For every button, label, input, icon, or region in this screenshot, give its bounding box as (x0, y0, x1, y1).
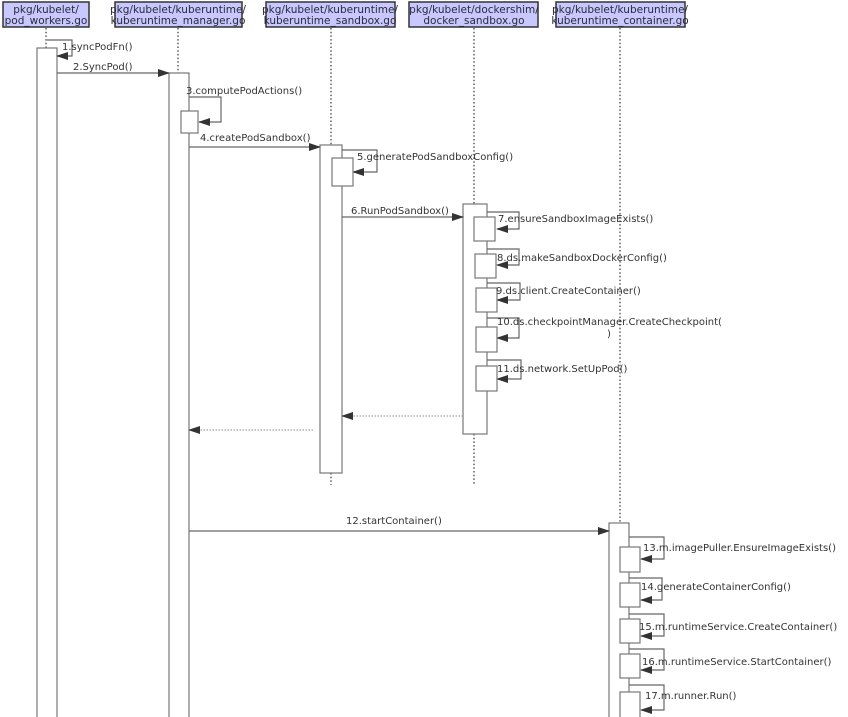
self-call-arrow (629, 648, 665, 674)
activation-pod-workers (36, 47, 58, 717)
message-label: 4.createPodSandbox() (200, 133, 311, 144)
message-label: 8.ds.makeSandboxDockerConfig() (497, 253, 667, 264)
nested-activation (180, 110, 199, 134)
participant-label-line2: docker_sandbox.go (423, 15, 524, 27)
participant-label-line2: kuberuntime_container.go (551, 15, 688, 27)
self-call-arrow (629, 684, 665, 714)
message-label: 11.ds.network.SetUpPod() (497, 364, 628, 375)
nested-activation (619, 546, 641, 573)
self-call-arrow (629, 613, 665, 640)
message-label: 15.m.runtimeService.CreateContainer() (639, 622, 837, 633)
message-4: 4.createPodSandbox() (189, 133, 321, 151)
message-label: 5.generatePodSandboxConfig() (357, 152, 513, 163)
message-label: 14.generateContainerConfig() (641, 582, 791, 593)
participant-box (555, 1, 686, 28)
participant-label-line1: pkg/kubelet/kuberuntime/ (552, 4, 688, 16)
message-label: 12.startContainer() (346, 516, 442, 527)
nested-activation (475, 326, 498, 353)
message-label: 6.RunPodSandbox() (351, 206, 449, 217)
nested-activation (475, 365, 498, 392)
participant-docker-sandbox: pkg/kubelet/dockershim/ docker_sandbox.g… (408, 1, 539, 28)
message-label: 13.m.imagePuller.EnsureImageExists() (643, 543, 836, 554)
message-label: 17.m.runner.Run() (645, 691, 737, 702)
self-call-arrow (629, 536, 665, 563)
self-call-arrow (487, 248, 520, 269)
participant-kuberuntime-container: pkg/kubelet/kuberuntime/ kuberuntime_con… (551, 1, 689, 28)
nested-activation (331, 157, 354, 187)
message-label: 3.computePodActions() (186, 86, 302, 97)
message-label: 1.syncPodFn() (62, 42, 133, 53)
participant-box (2, 1, 90, 28)
self-call-arrow (342, 149, 378, 176)
message-3: 3.computePodActions() (180, 86, 302, 134)
self-call-arrow (487, 359, 522, 383)
participant-box (265, 1, 396, 28)
activation-kuberuntime-manager (168, 72, 190, 717)
self-call-arrow (189, 96, 222, 126)
message-label: 16.m.runtimeService.StartContainer() (642, 657, 832, 668)
nested-activation (473, 216, 496, 242)
nested-activation (619, 582, 641, 608)
message-2: 2.SyncPod() (57, 62, 170, 77)
message-6: 6.RunPodSandbox() (342, 206, 464, 221)
activation-docker-sandbox (462, 203, 488, 435)
participant-box (408, 1, 539, 28)
participant-label-line2: kuberuntime_manager.go (111, 15, 246, 27)
message-1: 1.syncPodFn() (47, 39, 133, 60)
participant-kuberuntime-sandbox: pkg/kubelet/kuberuntime/ kuberuntime_san… (262, 1, 398, 28)
participant-label-line1: pkg/kubelet/dockershim/ (409, 4, 539, 16)
participant-label-line1: pkg/kubelet/kuberuntime/ (110, 4, 246, 16)
participant-label-line1: pkg/kubelet/ (13, 4, 79, 16)
nested-activation (619, 618, 641, 644)
message-9: 9.ds.client.CreateContainer() (475, 282, 641, 313)
message-16: 16.m.runtimeService.StartContainer() (619, 648, 832, 679)
participant-pod-workers: pkg/kubelet/ pod_workers.go (2, 1, 90, 28)
nested-activation (619, 691, 641, 717)
message-17: 17.m.runner.Run() (619, 684, 737, 717)
message-7: 7.ensureSandboxImageExists() (473, 211, 653, 242)
self-call-arrow (487, 211, 520, 233)
activation-kuberuntime-sandbox (319, 144, 343, 474)
participant-label-line2: kuberuntime_sandbox.go (264, 15, 397, 27)
participant-box (114, 1, 243, 28)
self-call-arrow (629, 577, 663, 604)
nested-activation (475, 287, 498, 313)
self-call-arrow (47, 39, 73, 60)
message-label: 2.SyncPod() (73, 62, 133, 73)
participant-label-line1: pkg/kubelet/kuberuntime/ (262, 4, 398, 16)
message-5: 5.generatePodSandboxConfig() (331, 149, 513, 187)
message-15: 15.m.runtimeService.CreateContainer() (619, 613, 837, 644)
nested-activation (474, 253, 497, 279)
message-label: 10.ds.checkpointManager.CreateCheckpoint… (497, 317, 722, 328)
message-14: 14.generateContainerConfig() (619, 577, 791, 608)
message-label: 7.ensureSandboxImageExists() (498, 214, 653, 225)
message-13: 13.m.imagePuller.EnsureImageExists() (619, 536, 836, 573)
participant-kuberuntime-manager: pkg/kubelet/kuberuntime/ kuberuntime_man… (110, 1, 246, 28)
participant-label-line2: pod_workers.go (5, 15, 88, 27)
message-12: 12.startContainer() (189, 516, 610, 535)
message-label: 9.ds.client.CreateContainer() (496, 286, 641, 297)
message-11: 11.ds.network.SetUpPod() (475, 359, 628, 392)
message-10: 10.ds.checkpointManager.CreateCheckpoint… (475, 317, 722, 353)
message-label-continuation: ) (607, 329, 611, 340)
self-call-arrow (487, 282, 521, 304)
nested-activation (619, 653, 641, 679)
self-call-arrow (487, 317, 520, 342)
message-8: 8.ds.makeSandboxDockerConfig() (474, 248, 667, 279)
